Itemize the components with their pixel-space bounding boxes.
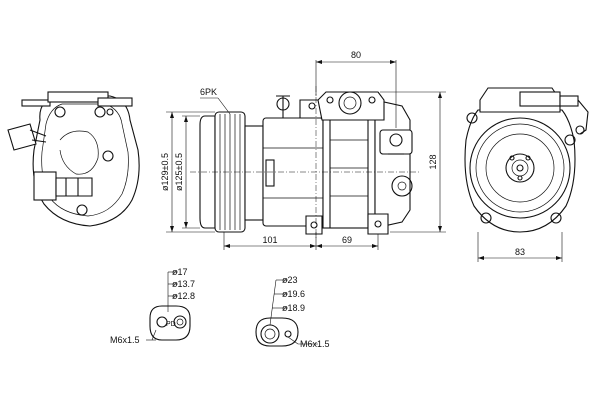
port-left-diameter-1: ø17 <box>172 267 188 277</box>
dim-pulley-to-mount: 101 <box>262 235 277 245</box>
dim-rear-width: 83 <box>515 247 525 257</box>
port-right-thread: M6x1.5 <box>300 339 330 349</box>
dimension-lines <box>166 60 563 262</box>
dim-mount-spacing: 69 <box>342 235 352 245</box>
front-view <box>7 91 140 227</box>
rear-view <box>464 87 589 233</box>
dim-pulley-outer: ø129±0.5 <box>160 153 170 191</box>
dim-pulley-inner: ø125±0.5 <box>174 153 184 191</box>
dim-belt-type: 6PK <box>200 87 217 97</box>
port-left-diameter-3: ø12.8 <box>172 291 195 301</box>
port-detail-left <box>146 271 191 341</box>
port-right-diameter-2: ø19.6 <box>282 289 305 299</box>
port-right-diameter-1: ø23 <box>282 275 298 285</box>
port-left-lettering: PD <box>166 321 176 328</box>
port-detail-right <box>255 279 318 347</box>
dim-height: 128 <box>428 154 438 169</box>
dim-top-width: 80 <box>351 50 361 60</box>
port-left-diameter-2: ø13.7 <box>172 279 195 289</box>
port-right-diameter-3: ø18.9 <box>282 303 305 313</box>
side-view <box>190 86 420 240</box>
port-left-thread: M6x1.5 <box>110 335 140 345</box>
